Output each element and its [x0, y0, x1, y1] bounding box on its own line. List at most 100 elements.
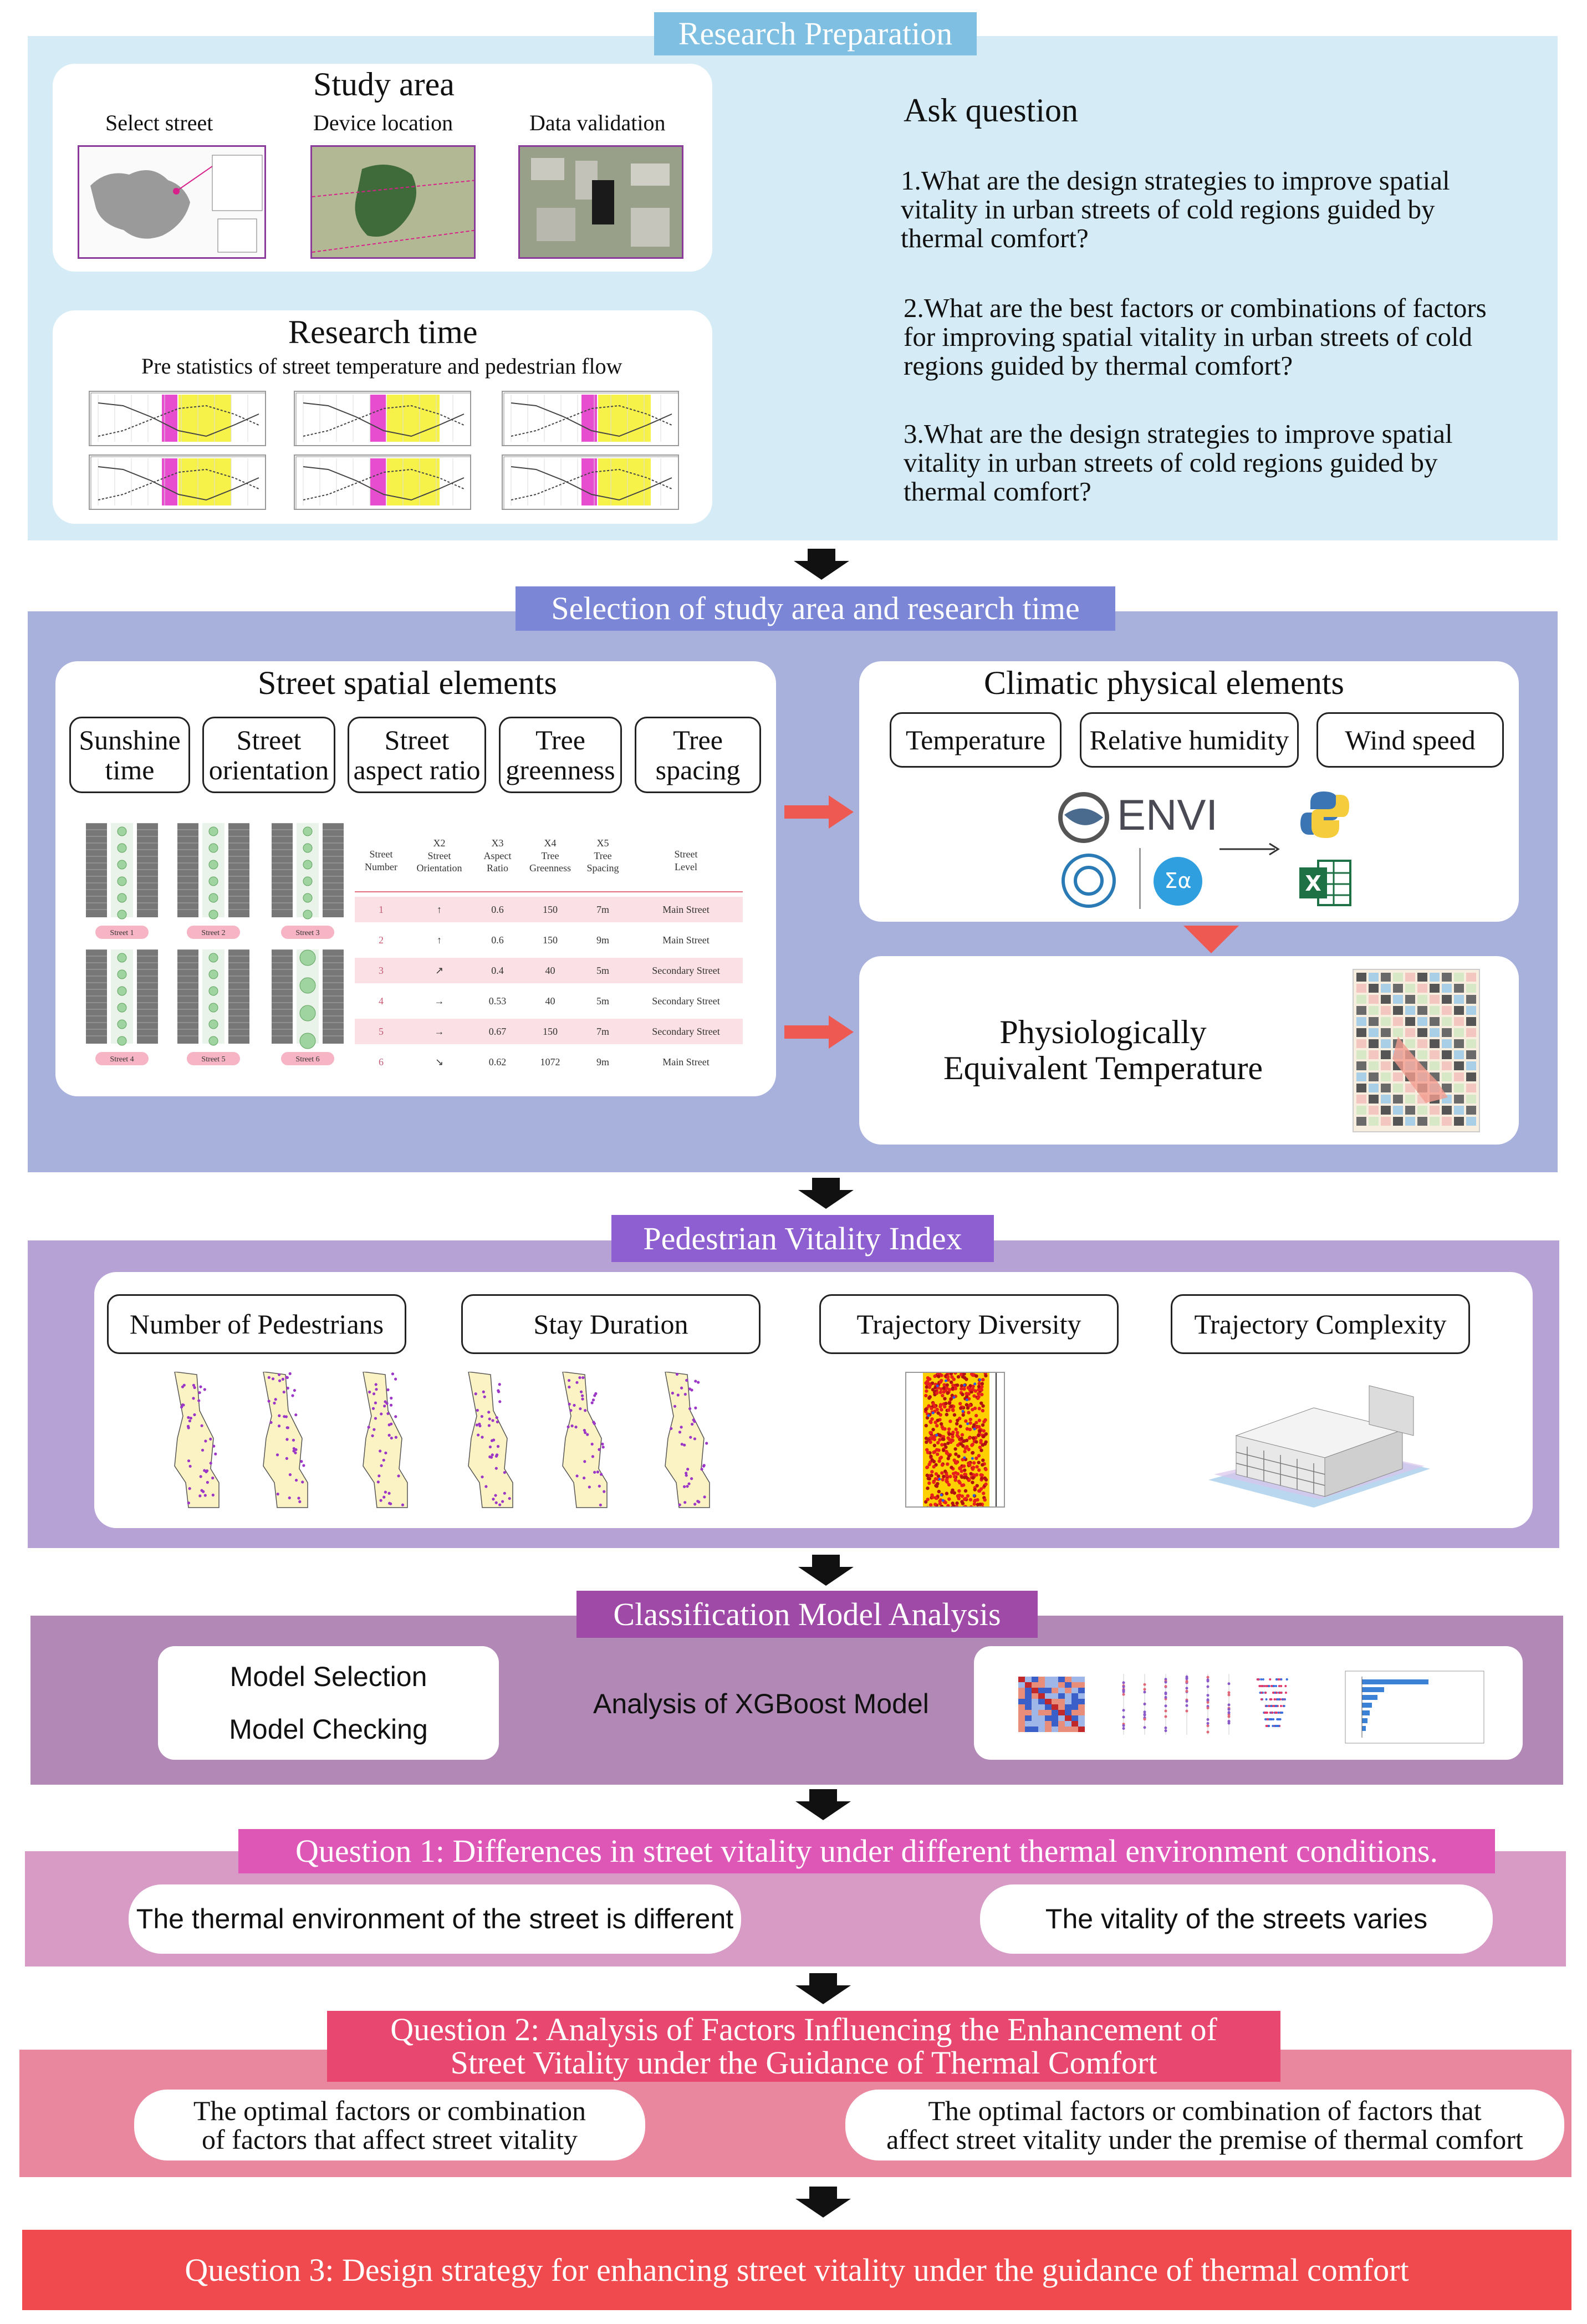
ask-question-3: 3.What are the design strategies to impr… [904, 418, 1453, 507]
pet-map [1353, 969, 1480, 1132]
trajectory-3d-model [1203, 1369, 1436, 1508]
vitality-varies-item: The vitality of the streets varies [980, 1884, 1493, 1954]
temperature-item: Temperature [890, 712, 1062, 768]
svg-text:Street 4: Street 4 [110, 1055, 134, 1064]
pedestrian-plot [166, 1371, 227, 1510]
data-validation-label: Data validation [529, 110, 666, 135]
ask-question-1: 1.What are the design strategies to impr… [901, 165, 1450, 253]
envi-logo-icon [1058, 792, 1109, 843]
q2-title: Question 2: Analysis of Factors Influenc… [327, 2011, 1280, 2082]
q3-title: Question 3: Design strategy for enhancin… [185, 2252, 1409, 2288]
down-red-arrow-icon [1183, 926, 1239, 953]
pedestrian-plot [460, 1371, 521, 1510]
svg-text:Street 2: Street 2 [201, 929, 225, 937]
down-arrow-icon [794, 549, 849, 580]
street-diagram: Street 2 [175, 823, 252, 951]
mini-flow-chart [89, 454, 266, 510]
python-icon [1300, 791, 1349, 838]
svg-text:Street 1: Street 1 [110, 929, 134, 937]
model-selection-checking-box: Model Selection Model Checking [158, 1646, 499, 1760]
xgboost-charts-card [974, 1646, 1523, 1760]
mini-flow-chart [89, 391, 266, 446]
mini-flow-chart [294, 391, 471, 446]
street-spatial-title: Street spatial elements [258, 665, 557, 701]
thermal-environment-different-item: The thermal environment of the street is… [129, 1884, 741, 1954]
select-street-label: Select street [105, 110, 213, 135]
pedestrian-plot [554, 1371, 615, 1510]
relative-humidity-item: Relative humidity [1080, 712, 1299, 768]
street-diagram: Street 5 [175, 949, 252, 1077]
right-arrow-icon [1219, 842, 1280, 856]
device-location-map [310, 145, 476, 259]
pedestrian-plot [255, 1371, 316, 1510]
selection-title: Selection of study area and research tim… [516, 586, 1115, 631]
trajectory-complexity-item: Trajectory Complexity [1171, 1294, 1470, 1354]
data-validation-map [518, 145, 683, 259]
street-diagram: Street 6 [269, 949, 346, 1077]
xgboost-analysis-label: Analysis of XGBoost Model [593, 1688, 929, 1719]
trajectory-diversity-item: Trajectory Diversity [819, 1294, 1119, 1354]
stay-duration-item: Stay Duration [461, 1294, 761, 1354]
down-arrow-icon [798, 1555, 854, 1586]
svg-text:Street 5: Street 5 [201, 1055, 225, 1064]
street-diagram: Street 3 [269, 823, 346, 951]
pedestrian-plot [657, 1371, 718, 1510]
down-arrow-icon [798, 1178, 854, 1209]
research-time-subtitle: Pre statistics of street temperature and… [141, 354, 622, 379]
down-arrow-icon [795, 2187, 851, 2218]
svg-text:Street 6: Street 6 [295, 1055, 319, 1064]
down-arrow-icon [795, 1789, 851, 1820]
study-area-title: Study area [313, 66, 455, 103]
pedestrian-plot [355, 1371, 416, 1510]
cma-title: Classification Model Analysis [576, 1591, 1038, 1638]
q1-title: Question 1: Differences in street vitali… [238, 1829, 1495, 1873]
excel-icon: X [1299, 860, 1351, 906]
mini-flow-chart [502, 454, 679, 510]
mini-flow-chart [294, 454, 471, 510]
street-diagram: Street 1 [83, 823, 161, 951]
svg-text:Street 3: Street 3 [295, 929, 319, 937]
street-diagram: Street 4 [83, 949, 161, 1077]
down-arrow-icon [795, 1973, 851, 2004]
separator [1139, 848, 1141, 909]
pvi-title: Pedestrian Vitality Index [611, 1215, 994, 1262]
trajectory-heatmap [905, 1372, 1005, 1508]
svg-text:X: X [1305, 871, 1321, 896]
wind-speed-item: Wind speed [1316, 712, 1504, 768]
optimal-factors-thermal-comfort-item: The optimal factors or combination of fa… [845, 2090, 1564, 2160]
select-street-map [78, 145, 266, 259]
q3-panel: Question 3: Design strategy for enhancin… [22, 2230, 1571, 2310]
research-preparation-title: Research Preparation [654, 12, 977, 55]
ask-question-title: Ask question [904, 92, 1078, 129]
device-location-label: Device location [313, 110, 453, 135]
research-time-title: Research time [288, 314, 478, 350]
svg-text:Σα: Σα [1164, 869, 1191, 893]
climatic-title: Climatic physical elements [984, 665, 1344, 701]
meteorology-logo-icon [1062, 854, 1116, 908]
right-red-arrow-icon [784, 795, 854, 829]
number-of-pedestrians-item: Number of Pedestrians [107, 1294, 406, 1354]
right-red-arrow-icon [784, 1015, 854, 1049]
formula-icon: Σα [1154, 857, 1202, 906]
ask-question-2: 2.What are the best factors or combinati… [904, 293, 1487, 381]
